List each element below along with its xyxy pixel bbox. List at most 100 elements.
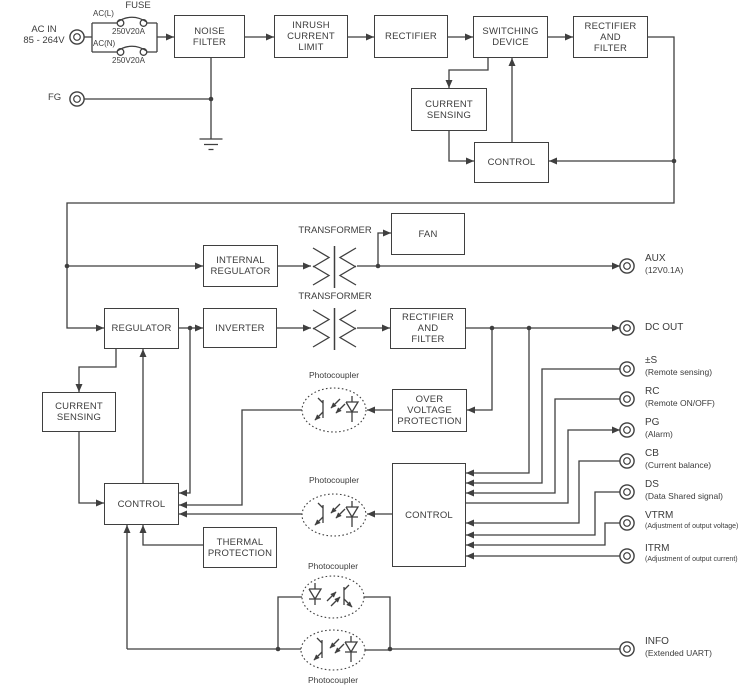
terminal-description: (Remote ON/OFF) [645,398,715,408]
terminal-dc-out [619,320,635,336]
photocoupler-symbol-ovp [301,387,367,433]
photocoupler-symbol-info-tx [301,575,365,619]
terminal-name: INFO [645,636,669,647]
terminal-name: AUX [645,253,666,264]
terminal-name: PG [645,417,660,428]
wire-main-bus [66,36,675,332]
block-rectifier-and-filter-primary: RECTIFIER AND FILTER [573,16,648,58]
wire-branch-to-fan [377,229,391,266]
terminal-aux [619,258,635,274]
terminal-ac-in [69,29,85,45]
photocoupler-control-label: Photocoupler [308,475,360,485]
wire-thermal-to-control [139,525,203,546]
terminal-pg [619,422,635,438]
terminal-label-cb: CB (Current balance) [645,448,711,470]
block-rectifier: RECTIFIER [374,15,448,58]
wire-output-sense-to-control [179,328,191,497]
terminal-label-remote-sense: ±S (Remote sensing) [645,355,712,377]
transformer-aux-label: TRANSFORMER [298,225,372,236]
wire-ds [466,491,620,539]
terminal-name: VTRM [645,510,674,521]
wire-current-sensing2-to-control [78,432,104,507]
block-label: RECTIFIER AND FILTER [584,20,637,54]
block-label: CONTROL [117,498,166,510]
block-label: SWITCHING DEVICE [482,26,539,48]
wire-remote-sense [466,368,620,487]
transformer-symbol-aux [312,246,357,288]
fuse-rating-l: 250V20A [112,27,145,36]
ground-symbol [199,138,223,151]
wire-fg [84,58,212,139]
block-label: INRUSH CURRENT LIMIT [287,20,335,53]
terminal-label-rc: RC (Remote ON/OFF) [645,386,715,408]
block-control-primary: CONTROL [474,142,549,183]
block-inrush-current-limit: INRUSH CURRENT LIMIT [274,15,348,58]
fuse-title: FUSE [125,0,151,11]
ac-line-n-label: AC(N) [93,39,116,48]
terminal-label-dc-out: DC OUT [645,322,683,334]
block-regulator: REGULATOR [104,308,179,349]
wire-switching-to-current-sensing [445,58,489,88]
block-fan: FAN [391,213,465,255]
block-label: RECTIFIER AND FILTER [402,312,454,345]
block-switching-device: SWITCHING DEVICE [473,16,548,58]
terminal-description: (Data Shared signal) [645,491,723,501]
terminal-remote-sense [619,361,635,377]
wire-info-right-node [364,596,391,651]
wire-rc [466,398,620,497]
terminal-name: DC OUT [645,322,684,333]
photocoupler-ovp-label: Photocoupler [308,370,360,380]
terminal-vtrm [619,515,635,531]
wire-regulator-to-current-sensing2 [75,349,117,392]
terminal-label-info: INFO (Extended UART) [645,636,712,658]
transformer-symbol-main [312,308,357,350]
wire-current-sensing-to-control [448,131,474,165]
block-inverter: INVERTER [203,308,277,348]
wire-info-left-node [127,596,302,650]
block-label: CURRENT SENSING [425,98,473,121]
wire-cb [466,460,620,527]
terminal-label-itrm: ITRM (Adjustment of output current) [645,543,738,564]
block-label: CONTROL [487,157,536,168]
block-label: RECTIFIER [385,31,437,42]
junction-dots [64,96,677,652]
block-label: INVERTER [215,322,265,334]
photocoupler-symbol-info-rx [300,629,366,671]
photocoupler-info-rx-label: Photocoupler [307,675,359,685]
photocoupler-info-tx-label: Photocoupler [307,561,359,571]
fuse-rating-n: 250V20A [112,56,145,65]
terminal-description: (Extended UART) [645,648,712,658]
wire-photocoupler1-to-control [179,409,302,509]
fuse-symbol-line-n [116,45,148,56]
block-over-voltage-protection: OVER VOLTAGE PROTECTION [392,389,467,432]
fg-label: FG [48,92,62,103]
terminal-description: (Alarm) [645,429,673,439]
terminal-fg [69,91,85,107]
ac-line-l-label: AC(L) [93,9,114,18]
block-label: INTERNAL REGULATOR [210,255,271,277]
block-rectifier-and-filter-output: RECTIFIER AND FILTER [390,308,466,349]
block-current-sensing-secondary: CURRENT SENSING [42,392,116,432]
wire-dcout-sense-to-control [466,328,530,477]
wire-vtrm [466,522,620,549]
terminal-name: RC [645,386,660,397]
terminal-name: ±S [645,355,658,366]
block-current-sensing-primary: CURRENT SENSING [411,88,487,131]
terminal-label-aux: AUX (12V0.1A) [645,253,683,275]
wire-pg [466,426,620,504]
block-label: NOISE FILTER [192,25,227,48]
block-label: CONTROL [405,509,453,521]
wire-dcout-to-ovp [467,328,493,414]
block-noise-filter: NOISE FILTER [174,15,245,58]
terminal-description: (Current balance) [645,460,712,470]
terminal-label-ds: DS (Data Shared signal) [645,479,723,501]
block-label: OVER VOLTAGE PROTECTION [397,394,462,427]
terminal-description: (Adjustment of output voltage) [645,523,739,530]
block-label: FAN [418,228,438,240]
terminal-cb [619,453,635,469]
block-label: CURRENT SENSING [55,401,103,423]
terminal-name: ITRM [645,543,670,554]
block-thermal-protection: THERMAL PROTECTION [203,527,277,568]
